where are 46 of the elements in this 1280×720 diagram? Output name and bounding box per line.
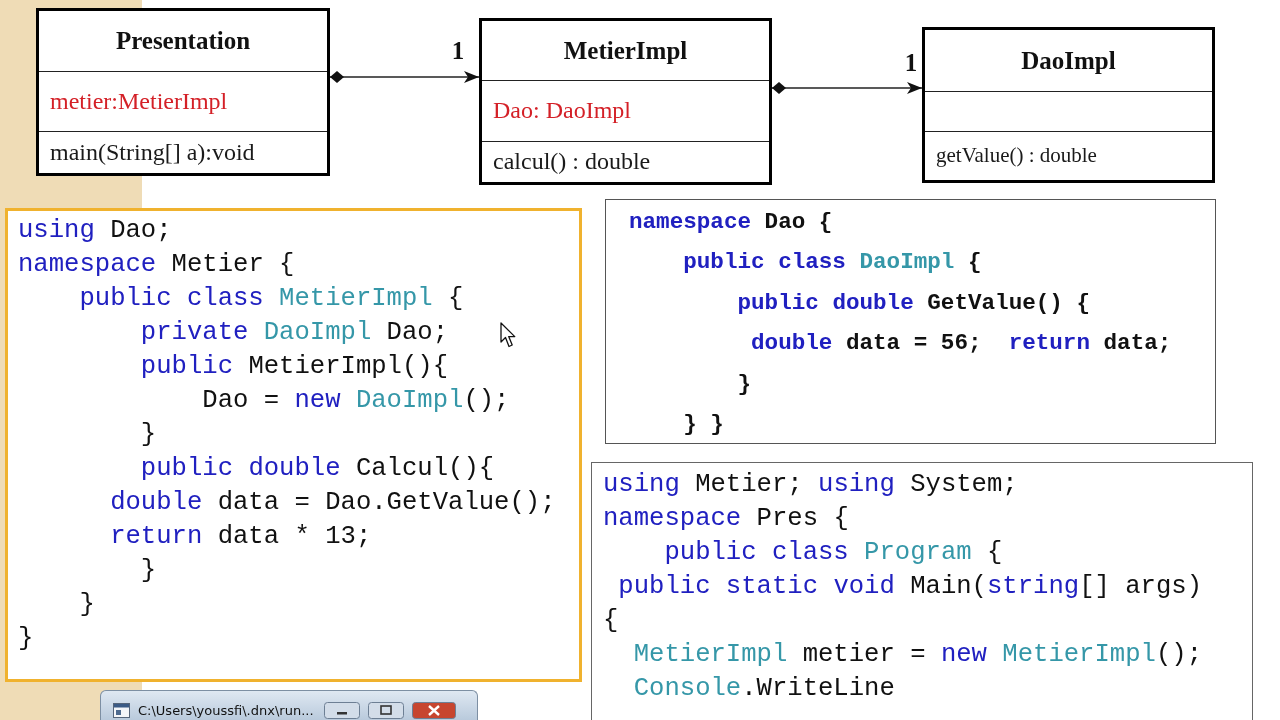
code-line: MetierImpl metier = new MetierImpl(); (633, 639, 1202, 671)
class-box (479, 18, 772, 185)
class-method: calcul() : double (493, 148, 651, 175)
code-line: } (140, 555, 157, 587)
code-line: namespace Pres { (603, 503, 849, 535)
code-line: public static void Main(string[] args) (618, 571, 1202, 603)
code-line: { (603, 605, 619, 637)
code-line: public class Program { (664, 537, 1003, 569)
code-line: using Metier; using System; (603, 469, 1018, 501)
code-line: public MetierImpl(){ (140, 351, 449, 383)
class-box (922, 27, 1215, 183)
code-line: private DaoImpl Dao; (140, 317, 449, 349)
code-line: namespace Metier { (18, 249, 295, 281)
window-title-bar (100, 690, 478, 720)
class-name: DaoImpl (1021, 46, 1116, 75)
code-line: namespace Dao { (629, 208, 833, 237)
code-line: } (18, 623, 34, 655)
class-attribute: Dao: DaoImpl (493, 97, 631, 124)
code-line: } (79, 589, 95, 621)
code-line: using Dao; (18, 215, 172, 247)
code-line: public class DaoImpl { (683, 248, 982, 278)
multiplicity-label: 1 (904, 49, 918, 75)
window-title: C:\Users\youssfi\.dnx\run... (138, 702, 314, 718)
code-panel (591, 462, 1253, 720)
class-name: MetierImpl (563, 36, 688, 65)
code-line: } } (683, 409, 724, 439)
class-box (36, 8, 330, 176)
code-line: } (737, 369, 751, 399)
composition-arrow (329, 71, 480, 83)
code-panel (5, 208, 582, 682)
code-line: return data * 13; (110, 521, 372, 553)
class-name: Presentation (115, 27, 251, 55)
code-line: Dao = new DaoImpl(); (202, 385, 510, 417)
code-line: public double GetValue() { (737, 288, 1090, 318)
class-method: main(String[] a):void (50, 138, 255, 166)
class-attribute: metier:MetierImpl (50, 87, 228, 115)
code-line: public class MetierImpl { (79, 283, 464, 315)
code-line: Console.WriteLine (633, 673, 895, 705)
code-line: } (140, 419, 157, 451)
multiplicity-label: 1 (451, 37, 465, 63)
code-line: double data = Dao.GetValue(); (110, 487, 556, 519)
class-method: getValue() : double (936, 143, 1097, 168)
code-panel (605, 199, 1216, 444)
composition-arrow (771, 82, 923, 94)
code-line: public double Calcul(){ (140, 453, 495, 485)
code-line: double data = 56; return data; (751, 329, 1172, 359)
